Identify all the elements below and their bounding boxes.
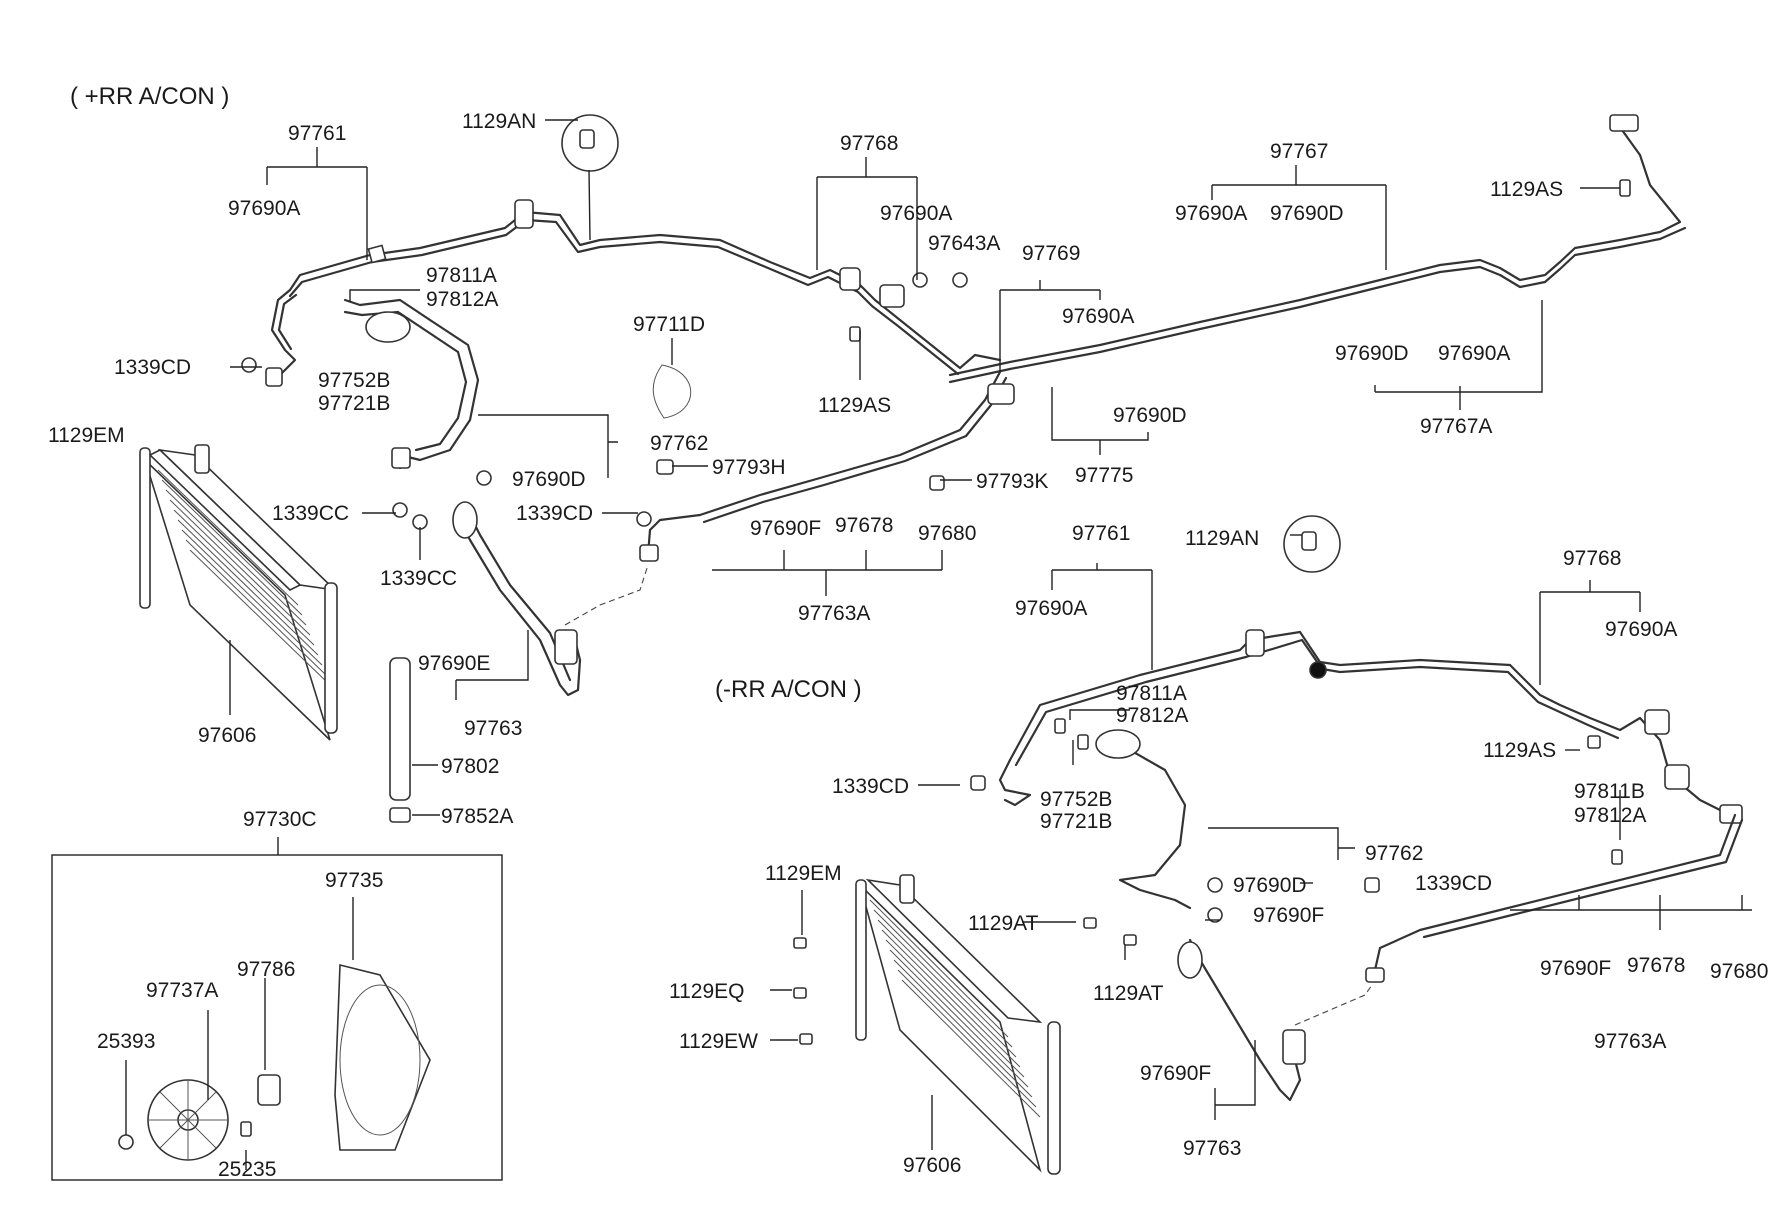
- part-label: 97690D: [1233, 874, 1307, 897]
- leader-lines: [125, 119, 1752, 1170]
- no-rr-acon-assembly: [793, 515, 1744, 1175]
- part-label: 97811A: [426, 264, 497, 287]
- part-label: 1129EQ: [669, 980, 745, 1003]
- part-label: 97793K: [976, 470, 1048, 493]
- part-label: 97762: [650, 432, 708, 455]
- part-label: 97768: [840, 132, 898, 155]
- part-label: 1339CC: [380, 567, 457, 590]
- part-label: 97775: [1075, 464, 1133, 487]
- part-label: 1339CC: [272, 502, 349, 525]
- part-label: 97690F: [1253, 904, 1324, 927]
- part-label: 97690F: [750, 517, 821, 540]
- part-label: 97761: [288, 122, 346, 145]
- part-label: 97690A: [1062, 305, 1134, 328]
- rr-acon-assembly: [51, 114, 1687, 1181]
- part-label: 97762: [1365, 842, 1423, 865]
- part-label: 97680: [918, 522, 976, 545]
- part-label: 25393: [97, 1030, 155, 1053]
- part-label: 97793H: [712, 456, 786, 479]
- part-label: 1339CD: [832, 775, 909, 798]
- part-number-labels: 97761 97690A 1129AN 97768 97690A 97643A …: [48, 110, 1768, 1181]
- part-label: 97767A: [1420, 415, 1492, 438]
- part-label: 1129AN: [1185, 527, 1259, 550]
- part-label: 97690F: [1140, 1062, 1211, 1085]
- part-label: 97690A: [228, 197, 300, 220]
- part-label: 97678: [835, 514, 893, 537]
- part-label: 1129AS: [818, 394, 891, 417]
- part-label: 97690D: [512, 468, 586, 491]
- part-label: 1129EM: [765, 862, 842, 885]
- part-label: 97752B: [1040, 788, 1112, 811]
- condenser-top: [139, 444, 338, 741]
- part-label: 97802: [441, 755, 499, 778]
- part-label: 97786: [237, 958, 295, 981]
- part-label: 97690D: [1113, 404, 1187, 427]
- part-label: 97769: [1022, 242, 1080, 265]
- part-label: 97812A: [426, 288, 498, 311]
- part-label: 97690D: [1270, 202, 1344, 225]
- part-label: 97690A: [1605, 618, 1677, 641]
- part-label: 1339CD: [516, 502, 593, 525]
- part-label: 1129AN: [462, 110, 536, 133]
- part-label: 97737A: [146, 979, 218, 1002]
- part-label: 97763A: [798, 602, 870, 625]
- condenser-bottom: [855, 874, 1061, 1175]
- header-rr-acon: ( +RR A/CON ): [70, 83, 229, 110]
- part-label: 97711D: [633, 313, 705, 336]
- part-label: 97812A: [1574, 804, 1646, 827]
- part-label: 1129AT: [968, 912, 1039, 935]
- part-label: 1129AS: [1483, 739, 1556, 762]
- part-label: 97690F: [1540, 957, 1611, 980]
- part-label: 97768: [1563, 547, 1621, 570]
- part-label: 97690E: [418, 652, 490, 675]
- part-label: 97690A: [1015, 597, 1087, 620]
- part-label: 97812A: [1116, 704, 1188, 727]
- part-label: 1129AS: [1490, 178, 1563, 201]
- part-label: 97730C: [243, 808, 317, 831]
- part-label: 1129AT: [1093, 982, 1164, 1005]
- part-label: 97690A: [1175, 202, 1247, 225]
- part-label: 97690D: [1335, 342, 1409, 365]
- part-label: 97735: [325, 869, 383, 892]
- part-label: 97763A: [1594, 1030, 1666, 1053]
- part-label: 1129EW: [679, 1030, 758, 1053]
- part-label: 97761: [1072, 522, 1130, 545]
- part-label: 97690A: [1438, 342, 1510, 365]
- part-label: 97752B: [318, 369, 390, 392]
- part-label: 1129EM: [48, 424, 125, 447]
- part-label: 97606: [903, 1154, 961, 1177]
- part-label: 97763: [464, 717, 522, 740]
- part-label: 1339CD: [114, 356, 191, 379]
- part-label: 97763: [1183, 1137, 1241, 1160]
- part-label: 97811A: [1116, 682, 1187, 705]
- part-label: 97852A: [441, 805, 513, 828]
- part-label: 97678: [1627, 954, 1685, 977]
- part-label: 97767: [1270, 140, 1328, 163]
- part-label: 97643A: [928, 232, 1000, 255]
- part-label: 97606: [198, 724, 256, 747]
- part-label: 25235: [218, 1158, 276, 1181]
- part-label: 97721B: [318, 392, 390, 415]
- part-label: 97680: [1710, 960, 1768, 983]
- header-no-rr-acon: (-RR A/CON ): [715, 676, 862, 703]
- part-label: 97811B: [1574, 780, 1645, 803]
- header-labels: ( +RR A/CON ) (-RR A/CON ): [70, 83, 862, 703]
- part-label: 97721B: [1040, 810, 1112, 833]
- part-label: 97690A: [880, 202, 952, 225]
- part-label: 1339CD: [1415, 872, 1492, 895]
